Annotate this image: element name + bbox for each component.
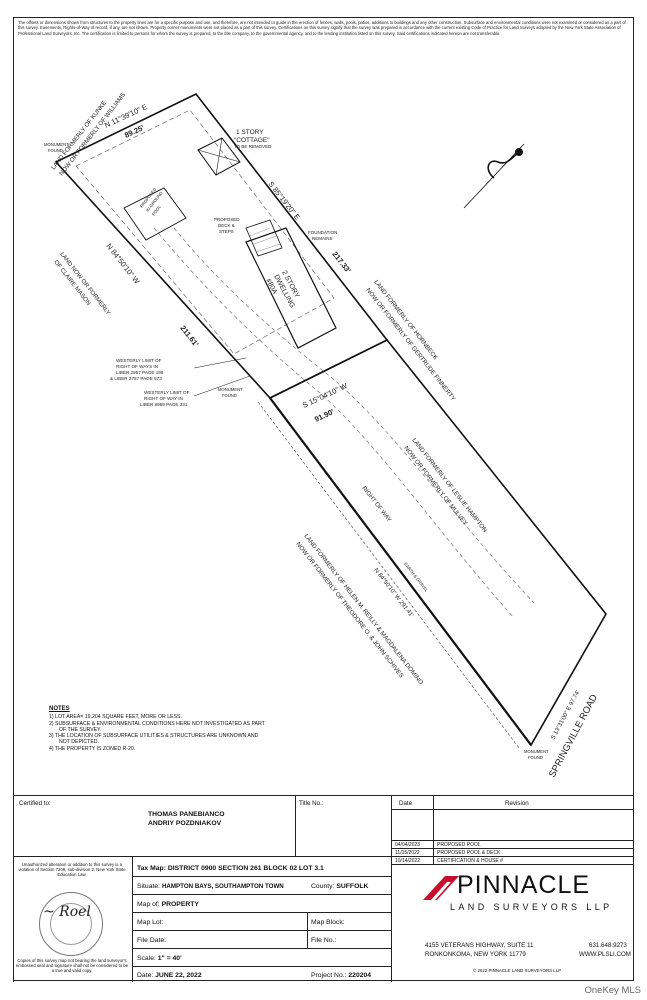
mid-distance: 91.90' xyxy=(313,407,336,424)
deck-label-2: DECK & xyxy=(218,223,235,228)
west-distance: 211.61' xyxy=(178,324,200,349)
row-limit-2: WESTERLY LIMIT OF xyxy=(144,390,190,395)
deck-label-3: STEPS xyxy=(219,229,234,234)
surveyor-seal-icon xyxy=(39,892,103,956)
earth-gravel-label: EARTH & GRAVEL xyxy=(403,562,429,594)
right-of-way-line xyxy=(269,397,532,746)
east-bearing: S 85°19'20" E xyxy=(266,180,302,222)
file-date-row: File Date: xyxy=(137,937,167,944)
scale-row: Scale: 1" = 40' xyxy=(137,955,182,962)
pool-label-3: POOL xyxy=(151,204,163,217)
cottage-label: 1 STORY xyxy=(236,129,264,136)
file-no-row: File No.: xyxy=(311,937,337,944)
deck-hatch xyxy=(245,219,283,257)
company-web: WWW.PLSLI.COM xyxy=(579,951,631,958)
survey-plan: N 11°39'10" E 89.25' S 85°19'20" E 217.3… xyxy=(44,92,607,779)
monument-found-label-6: FOUND xyxy=(528,755,543,760)
title-no-label: Title No.: xyxy=(299,800,324,807)
unauthorized-notice: Unauthorized alteration or addition to t… xyxy=(18,862,126,877)
row-limit-1c: LIBER 2957 PAGE 196 xyxy=(116,370,164,375)
adjacent-hornbeck: LAND FORMERLY OF HORNBECK xyxy=(372,279,439,362)
gravel-drive-edge xyxy=(173,227,535,604)
mid-bearing: S 15°04'10" W xyxy=(301,381,349,410)
proposed-pool xyxy=(123,187,187,241)
adjacent-mason: LAND NOW OR FORMERLY xyxy=(58,252,110,317)
copyright: © 2022 PINNACLE LAND SURVEYORS LLP xyxy=(473,968,562,973)
fence-line xyxy=(257,401,520,749)
row-limit-2c: LIBER 8989 PAGE 331 xyxy=(140,402,188,407)
row-limit-2b: RIGHT OF WAY IN xyxy=(144,396,183,401)
dwelling-footprint xyxy=(245,227,337,349)
company-phone: 631.648.9273 xyxy=(589,942,627,949)
revision-text: CERTIFICATION & HOUSE # xyxy=(437,858,503,864)
note-item: 3) THE LOCATION OF SUBSURFACE UTILITIES … xyxy=(49,733,259,746)
cottage-label-3: TO BE REMOVED xyxy=(234,144,272,149)
copies-notice: Copies of this survey map not bearing th… xyxy=(15,958,129,973)
tax-map: Tax Map: DISTRICT 0900 SECTION 261 BLOCK… xyxy=(137,865,324,872)
revision-date: 11/15/2022 xyxy=(395,850,420,856)
row-limit-1d: & LIBER 3757 PAGE 573 xyxy=(110,376,162,381)
note-item: 1) LOT AREA= 19,204 SQUARE FEET, MORE OR… xyxy=(49,714,182,721)
survey-sheet xyxy=(13,17,634,981)
certified-label: Certified to: xyxy=(19,800,51,807)
watermark: OneKey MLS xyxy=(584,985,642,996)
right-of-way-label: RIGHT OF WAY xyxy=(360,486,391,524)
company-city: RONKONKOMA, NEW YORK 11779 xyxy=(425,951,526,958)
map-lot-row: Map Lot: xyxy=(137,919,164,926)
company-address: 4155 VETERANS HIGHWAY, SUITE 11 xyxy=(425,942,534,949)
adjacent-hampton-2: NOW OR FORMERLY OF MULVEY xyxy=(402,445,468,527)
owner-name: THOMAS PANEBIANCO xyxy=(148,811,225,818)
adjacent-kunke-2: NOW OR FORMERLY OF WILLIAMS xyxy=(58,92,127,178)
monument-found-label: MONUMENT xyxy=(44,142,69,147)
title-block: Certified to: THOMAS PANEBIANCO ANDRIY P… xyxy=(13,795,634,982)
company-subtitle: LAND SURVEYORS LLP xyxy=(450,902,613,912)
cottage-label-2: "COTTAGE" xyxy=(234,137,270,144)
pinnacle-logo-icon xyxy=(423,876,459,900)
monument-found-label-2: FOUND xyxy=(48,148,63,153)
survey-notes: NOTES 1) LOT AREA= 19,204 SQUARE FEET, M… xyxy=(49,706,269,752)
owner-name: ANDRIY POZDNIAKOV xyxy=(148,820,222,827)
note-item: 4) THE PROPERTY IS ZONED R-20. xyxy=(49,745,136,752)
west-bearing: N 84°50'10" W xyxy=(104,242,142,287)
revision-date: 04/04/2023 xyxy=(395,842,421,848)
disclaimer-text: The offsets or dimensions shown from str… xyxy=(18,20,626,36)
revision-date-header: Date xyxy=(399,800,413,807)
project-row: Project No.: 220204 xyxy=(311,972,372,979)
adjacent-kunke: LAND FORMERLY OF KUNKE xyxy=(50,100,108,172)
gravel-drive xyxy=(153,227,515,619)
revision-text: PROPOSED POOL & DECK xyxy=(437,850,501,856)
setback-line xyxy=(75,109,335,355)
situate-row: Situate: HAMPTON BAYS, SOUTHAMPTON TOWN xyxy=(137,883,284,890)
foundation-label-2: REMAINS xyxy=(312,236,333,241)
date-row: Date: JUNE 22, 2022 xyxy=(137,972,202,979)
revision-text: PROPOSED POOL xyxy=(437,842,481,848)
certified-owners: THOMAS PANEBIANCO ANDRIY POZDNIAKOV xyxy=(148,810,225,828)
monument-found-label-4: FOUND xyxy=(222,393,237,398)
north-arrow-icon xyxy=(463,143,525,209)
row-limit-1: WESTERLY LIMIT OF xyxy=(116,358,162,363)
monument-found-label-3: MONUMENT xyxy=(218,387,243,392)
revision-date: 10/14/2022 xyxy=(395,858,421,864)
company-name: PINNACLE xyxy=(457,871,591,899)
surveyor-signature: ~ Roel xyxy=(43,904,91,920)
map-block-row: Map Block: xyxy=(311,919,345,926)
row-limit-1b: RIGHT OF WAYS IN xyxy=(116,364,158,369)
deck-label: PROPOSED xyxy=(214,217,240,222)
county-row: County: SUFFOLK xyxy=(311,883,369,890)
foundation-label: FOUNDATION xyxy=(308,230,337,235)
note-item: 2) SUBSURFACE & ENVIRONMENTAL CONDITIONS… xyxy=(49,720,265,733)
revision-header: Revision xyxy=(505,800,529,807)
notes-title: NOTES xyxy=(49,706,70,712)
row-bearing: N 84°50'10" W 291.41' xyxy=(372,568,414,619)
monument-found-label-5: MONUMENT xyxy=(524,749,549,754)
map-of-row: Map of: PROPERTY xyxy=(137,901,199,908)
adjacent-reilly-2: NOW OR FORMERLY OF THEODORE O. & JOHN SC… xyxy=(294,541,404,679)
